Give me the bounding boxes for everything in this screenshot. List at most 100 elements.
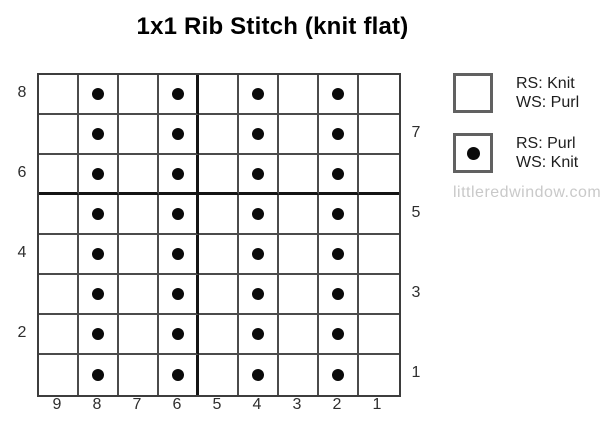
grid-cell-row2-st5 <box>199 315 239 355</box>
grid-cell-row1-st6 <box>159 355 199 395</box>
watermark: littleredwindow.com <box>453 184 602 201</box>
dot-square-icon <box>453 133 493 173</box>
purl-dot-icon <box>332 208 344 220</box>
grid-cell-row2-st7 <box>119 315 159 355</box>
purl-dot-icon <box>252 167 264 180</box>
grid-cell-row6-st3 <box>279 155 319 195</box>
grid-cell-row5-st8 <box>79 195 119 235</box>
grid-cell-row5-st4 <box>239 195 279 235</box>
grid-cell-row7-st8 <box>79 115 119 155</box>
purl-dot-icon <box>466 146 480 160</box>
grid-cell-row1-st7 <box>119 355 159 395</box>
grid-cell-row8-st2 <box>319 75 359 115</box>
grid-cell-row6-st8 <box>79 155 119 195</box>
stitch-label-3: 3 <box>292 396 302 413</box>
row-label-6: 6 <box>17 164 27 181</box>
purl-dot-icon <box>252 208 264 220</box>
legend-item-knit-text: RS: Knit WS: Purl <box>516 74 579 112</box>
purl-dot-icon <box>92 88 104 100</box>
grid-cell-row5-st7 <box>119 195 159 235</box>
purl-dot-icon <box>332 128 344 140</box>
row-label-3: 3 <box>411 284 421 301</box>
legend-item-knit: RS: Knit WS: Purl <box>453 73 608 113</box>
grid-cell-row3-st6 <box>159 275 199 315</box>
grid-cell-row3-st5 <box>199 275 239 315</box>
purl-dot-icon <box>92 288 104 300</box>
purl-dot-icon <box>92 208 104 220</box>
grid-cell-row4-st7 <box>119 235 159 275</box>
grid-cell-row1-st3 <box>279 355 319 395</box>
stitch-label-4: 4 <box>252 396 262 413</box>
grid-cell-row5-st2 <box>319 195 359 235</box>
purl-dot-icon <box>171 167 184 180</box>
row-label-4: 4 <box>17 244 27 261</box>
grid-cell-row3-st1 <box>359 275 399 315</box>
stitch-grid <box>37 73 401 397</box>
grid-cell-row7-st2 <box>319 115 359 155</box>
grid-cell-row2-st2 <box>319 315 359 355</box>
grid-cell-row7-st5 <box>199 115 239 155</box>
purl-dot-icon <box>171 88 184 100</box>
purl-dot-icon <box>171 328 184 340</box>
grid-cell-row8-st3 <box>279 75 319 115</box>
grid-cell-row2-st9 <box>39 315 79 355</box>
grid-cell-row2-st1 <box>359 315 399 355</box>
purl-dot-icon <box>171 248 184 260</box>
grid-cell-row2-st3 <box>279 315 319 355</box>
grid-cell-row5-st1 <box>359 195 399 235</box>
grid-cell-row1-st1 <box>359 355 399 395</box>
grid-cell-row7-st3 <box>279 115 319 155</box>
grid-cell-row8-st8 <box>79 75 119 115</box>
grid-cell-row4-st8 <box>79 235 119 275</box>
grid-cell-row7-st1 <box>359 115 399 155</box>
grid-cell-row1-st5 <box>199 355 239 395</box>
purl-dot-icon <box>252 328 264 340</box>
row-label-7: 7 <box>411 124 421 141</box>
purl-dot-icon <box>171 369 184 381</box>
stitch-label-9: 9 <box>52 396 62 413</box>
legend-item-purl-text: RS: Purl WS: Knit <box>516 134 578 172</box>
grid-cell-row8-st6 <box>159 75 199 115</box>
purl-dot-icon <box>252 288 264 300</box>
grid-cell-row6-st5 <box>199 155 239 195</box>
purl-dot-icon <box>332 288 344 300</box>
purl-dot-icon <box>171 128 184 140</box>
purl-dot-icon <box>92 167 104 180</box>
grid-cell-row3-st9 <box>39 275 79 315</box>
grid-cell-row4-st9 <box>39 235 79 275</box>
legend-item-purl: RS: Purl WS: Knit <box>453 133 608 173</box>
legend-line-ws-purl: WS: Purl <box>516 94 580 111</box>
purl-dot-icon <box>252 128 264 140</box>
grid-cell-row5-st5 <box>199 195 239 235</box>
grid-cell-row4-st2 <box>319 235 359 275</box>
stitch-label-5: 5 <box>212 396 222 413</box>
purl-dot-icon <box>332 88 344 100</box>
purl-dot-icon <box>252 88 264 100</box>
purl-dot-icon <box>92 369 104 381</box>
legend-line-ws-knit: WS: Knit <box>516 154 579 171</box>
grid-cell-row4-st4 <box>239 235 279 275</box>
purl-dot-icon <box>171 288 184 300</box>
legend-line-rs-knit: RS: Knit <box>516 75 575 92</box>
grid-cell-row4-st5 <box>199 235 239 275</box>
row-label-5: 5 <box>411 204 421 221</box>
grid-cell-row3-st2 <box>319 275 359 315</box>
purl-dot-icon <box>171 208 184 220</box>
row-label-2: 2 <box>17 324 27 341</box>
grid-cell-row6-st1 <box>359 155 399 195</box>
grid-cell-row2-st8 <box>79 315 119 355</box>
grid-cell-row8-st4 <box>239 75 279 115</box>
grid-cell-row7-st6 <box>159 115 199 155</box>
purl-dot-icon <box>92 128 104 140</box>
stitch-label-7: 7 <box>132 396 142 413</box>
grid-cell-row7-st4 <box>239 115 279 155</box>
purl-dot-icon <box>252 248 264 260</box>
page-title: 1x1 Rib Stitch (knit flat) <box>136 13 409 40</box>
grid-cell-row8-st1 <box>359 75 399 115</box>
legend-line-rs-purl: RS: Purl <box>516 135 576 152</box>
grid-cell-row3-st4 <box>239 275 279 315</box>
legend: RS: Knit WS: Purl RS: Purl WS: Knit litt… <box>453 73 608 202</box>
grid-cell-row5-st3 <box>279 195 319 235</box>
grid-cell-row4-st1 <box>359 235 399 275</box>
grid-cell-row6-st6 <box>159 155 199 195</box>
